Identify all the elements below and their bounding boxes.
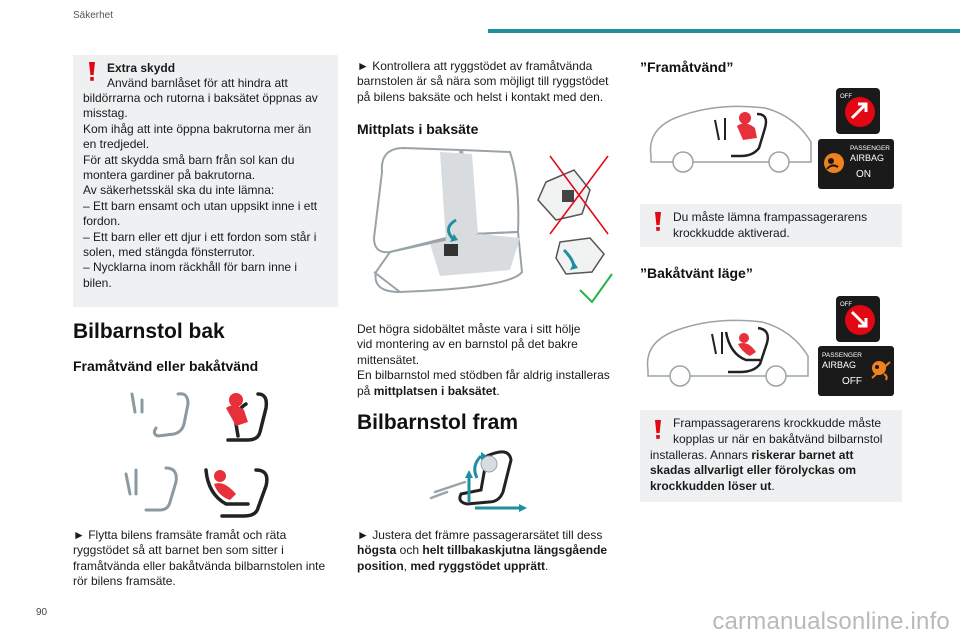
para-line: på bilens baksäte och helst i kontakt me…: [357, 89, 604, 104]
bold-text: högsta: [357, 543, 397, 558]
bold-text: helt tillbakaskjutna längsgående: [422, 543, 608, 558]
box-text: bildörrarna och rutorna i baksätet öppna…: [83, 91, 335, 291]
para-line: ryggstödet så att barnet ben som sitter …: [73, 543, 284, 558]
subheading-middle-seat: Mittplats i baksäte: [357, 121, 479, 137]
middle-seat-text: Det högra sidobältet måste vara i sitt h…: [357, 322, 622, 399]
forward-seat-illustration: [130, 392, 269, 442]
forward-car-illustration: [649, 105, 812, 173]
para-line: installeras. Annars riskerar barnet att: [650, 448, 900, 463]
backrest-instruction: ► Kontrollera att ryggstödet av framåtvä…: [357, 59, 622, 105]
extra-protection-box: Extra skydd Använd barnlåset för att hin…: [73, 55, 338, 307]
box-line: misstag.: [83, 106, 128, 121]
airbag-icon: [824, 153, 844, 173]
airbag-off-state: OFF: [842, 376, 862, 387]
bold-text: krockkudden löser ut: [650, 478, 772, 493]
section-heading-front: Bilbarnstol fram: [357, 411, 519, 434]
airbag-off-label1: PASSENGER: [822, 352, 862, 359]
box-line: Frampassagerarens krockkudde måste: [673, 416, 882, 430]
text-run: .: [496, 383, 500, 398]
text-run: och: [396, 543, 423, 558]
svg-text:OFF: OFF: [840, 94, 852, 100]
section-header: Säkerhet: [73, 10, 114, 21]
box-line: – Ett barn ensamt och utan uppsikt inne …: [83, 198, 318, 213]
box-line: en tredjedel.: [83, 137, 150, 152]
text-run: .: [771, 478, 775, 493]
airbag-deactivated-icon: [871, 361, 891, 381]
airbag-on-label1: PASSENGER: [850, 145, 890, 152]
para-line: vid montering av en barnstol på det bakr…: [357, 337, 578, 352]
front-seat-instruction: ► Justera det främre passagerarsätet til…: [357, 528, 622, 574]
para-line: skadas allvarligt eller förolyckas om: [650, 463, 900, 478]
forward-airbag-warning: Du måste lämna frampassagerarens krockku…: [640, 204, 902, 247]
para-line: En bilbarnstol med stödben får aldrig in…: [357, 368, 610, 383]
para-line: ► Flytta bilens framsäte framåt och räta: [73, 528, 287, 542]
box-line: Du måste lämna frampassagerarens: [673, 210, 868, 224]
box-line: Kom ihåg att inte öppna bakrutorna mer ä…: [83, 121, 312, 136]
airbag-on-state: ON: [856, 169, 871, 180]
box-line: – Nycklarna inom räckhåll för barn inne …: [83, 260, 298, 275]
header-accent-bar: [488, 29, 960, 33]
para-line: framåtvända eller bakåtvända bilbarnstol…: [73, 558, 326, 573]
bold-text: riskerar barnet att: [751, 448, 854, 462]
warning-exclamation-icon: [655, 420, 661, 439]
watermark: carmanualsonline.info: [712, 608, 950, 635]
para-line: position, med ryggstödet upprätt.: [357, 559, 622, 574]
rear-facing-heading: ”Bakåtvänt läge”: [640, 265, 753, 281]
para-line: ► Justera det främre passagerarsätet til…: [357, 528, 603, 542]
box-line: bilen.: [83, 275, 112, 290]
airbag-off-label2: AIRBAG: [822, 360, 857, 370]
box-line: För att skydda små barn från sol kan du: [83, 152, 295, 167]
rearward-seat-illustration: [124, 466, 269, 518]
box-line: krockkudde aktiverad.: [673, 226, 790, 240]
box-line: bildörrarna och rutorna i baksätet öppna…: [83, 91, 318, 105]
forward-facing-heading: ”Framåtvänd”: [640, 59, 734, 75]
warning-exclamation-icon: [655, 212, 661, 231]
text-run: på: [357, 383, 374, 398]
box-line: kopplas ur när en bakåtvänd bilbarnstol: [673, 432, 883, 446]
section-heading-rear: Bilbarnstol bak: [73, 320, 225, 343]
para-line: ► Kontrollera att ryggstödet av framåtvä…: [357, 59, 593, 73]
airbag-on-label2: AIRBAG: [850, 153, 885, 163]
bold-text: position: [357, 558, 404, 573]
text-run: ,: [403, 558, 411, 573]
box-text: installeras. Annars riskerar barnet att …: [650, 448, 900, 494]
subheading-forward-or-rear: Framåtvänd eller bakåtvänd: [73, 358, 259, 374]
text-run: .: [545, 558, 549, 573]
rear-airbag-warning: Frampassagerarens krockkudde måste koppl…: [640, 410, 902, 502]
para-line: högsta och helt tillbakaskjutna längsgåe…: [357, 543, 622, 558]
box-line: Använd barnlåset för att hindra att: [107, 76, 288, 90]
box-line: montera gardiner på bakrutorna.: [83, 168, 256, 183]
rearward-car-illustration: [646, 319, 809, 387]
box-line: fordon.: [83, 214, 121, 229]
child-seat-forward-badge: OFF: [836, 88, 880, 134]
box-line: solen, med stängda fönsterrutor.: [83, 245, 256, 260]
box-title: Extra skydd: [107, 61, 176, 75]
bold-text: mittplatsen i baksätet: [373, 383, 497, 398]
rear-bench-illustration: [372, 146, 613, 304]
para-line: mittensätet.: [357, 352, 420, 367]
bold-text: skadas allvarligt eller förolyckas om: [650, 463, 857, 478]
bold-text: med ryggstödet upprätt: [410, 558, 546, 573]
para-line: krockkudden löser ut.: [650, 479, 900, 494]
para-line: på mittplatsen i baksätet.: [357, 384, 622, 399]
page-number: 90: [36, 607, 48, 618]
para-line: Det högra sidobältet måste vara i sitt h…: [357, 322, 581, 336]
rear-seat-instruction: ► Flytta bilens framsäte framåt och räta…: [73, 528, 338, 590]
para-line: rör bilens framsäte.: [73, 574, 176, 589]
airbag-on-indicator: PASSENGER AIRBAG ON: [818, 139, 894, 189]
box-line: Av säkerhetsskäl ska du inte lämna:: [83, 183, 275, 198]
text-run: installeras. Annars: [650, 448, 752, 462]
warning-exclamation-icon: [89, 62, 95, 81]
child-seat-rearward-badge: OFF: [836, 296, 880, 342]
front-seat-adjust-illustration: [429, 450, 527, 512]
box-line: – Ett barn eller ett djur i ett fordon s…: [83, 229, 317, 244]
para-line: barnstolen är så nära som möjligt till r…: [357, 74, 609, 89]
svg-text:OFF: OFF: [840, 302, 852, 308]
airbag-off-indicator: PASSENGER AIRBAG OFF: [818, 346, 894, 396]
